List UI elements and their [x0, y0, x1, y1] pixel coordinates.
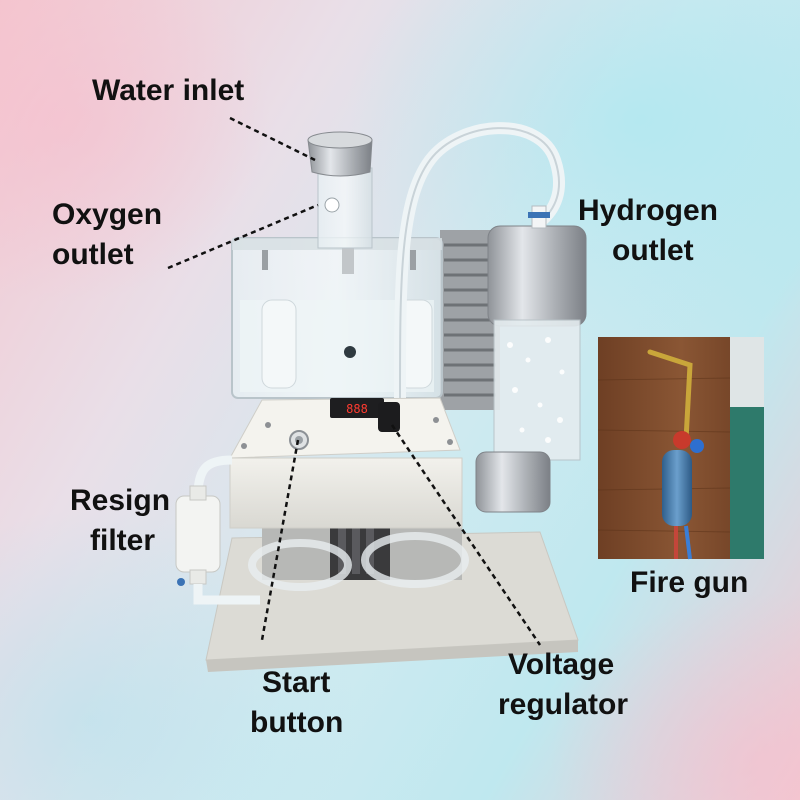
label-fire-gun: Fire gun	[630, 566, 749, 599]
leader-oxygen-outlet	[167, 203, 319, 270]
label-water-inlet: Water inlet	[92, 74, 245, 107]
voltage-knob	[378, 402, 400, 432]
fire-gun-photo	[597, 337, 764, 560]
label-resign-filter-line1: Resign	[70, 484, 171, 517]
label-oxygen-outlet-line1: Oxygen	[52, 198, 163, 231]
hydrogen-cylinder	[475, 205, 587, 513]
torch-valve-blue	[690, 439, 704, 453]
control-box: 888	[229, 397, 463, 529]
label-start-button-line1: Start	[262, 666, 331, 699]
torch-handle	[662, 450, 692, 526]
leader-water-inlet	[229, 116, 316, 162]
leader-start-button	[260, 439, 300, 641]
resin-filter	[175, 455, 260, 605]
label-voltage-regulator-line1: Voltage	[508, 648, 615, 681]
water-tank	[231, 237, 443, 399]
label-voltage-regulator-line2: regulator	[498, 688, 629, 721]
hydrogen-tube	[394, 122, 565, 406]
label-oxygen-outlet-line2: outlet	[52, 238, 134, 271]
leader-voltage-regulator	[390, 424, 542, 646]
label-hydrogen-outlet-line2: outlet	[612, 234, 694, 267]
voltage-display-readout: 888	[346, 402, 368, 416]
label-hydrogen-outlet-line1: Hydrogen	[578, 194, 719, 227]
label-resign-filter-line2: filter	[90, 524, 156, 557]
label-start-button-line2: button	[250, 706, 344, 739]
torch-valve-red	[673, 431, 691, 449]
water-inlet-cap	[307, 131, 373, 249]
electrolyzer-core	[248, 520, 469, 591]
torch-nozzle	[647, 349, 693, 443]
